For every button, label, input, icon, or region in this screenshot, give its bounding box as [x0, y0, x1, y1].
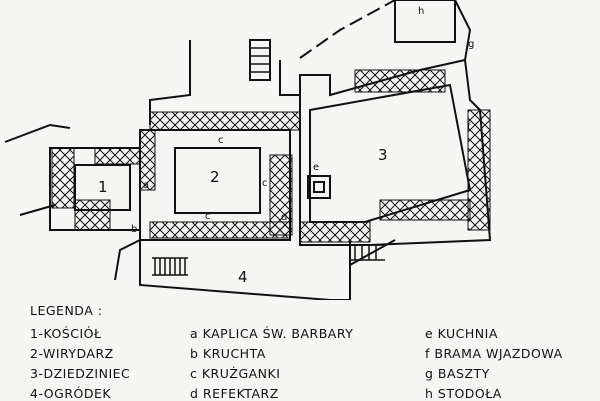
letter-h: h: [418, 6, 424, 17]
hatch-church-s: [74, 199, 111, 231]
hatch-court-n: [354, 69, 446, 93]
letter-a: a: [143, 180, 149, 191]
hatch-court-s: [299, 221, 371, 243]
kitchen-inner: [313, 181, 325, 193]
label-4: 4: [238, 268, 248, 286]
hatch-church-w: [51, 147, 75, 209]
dashed-boundary: [299, 0, 396, 59]
letter-b: b: [131, 224, 137, 235]
hatch-refectory: [269, 154, 293, 236]
wirydarz: [174, 147, 261, 214]
legend-number-4: 4-OGRÓDEK: [30, 386, 112, 401]
legend-number-3: 3-DZIEDZINIEC: [30, 366, 131, 381]
hatch-cloister-n: [149, 111, 301, 131]
letter-e: e: [313, 162, 319, 173]
floor-plan: 1 2 3 4 h g f e c c c a b d: [4, 0, 492, 300]
stair-top: [249, 39, 271, 81]
hatch-cloister-s: [149, 221, 291, 239]
barn-outline: [394, 0, 456, 43]
stairs-right: [350, 244, 385, 261]
legend-letter-h: h STODOŁA: [425, 386, 502, 401]
upper-wall-2: [279, 60, 300, 96]
legend-letter-d: d REFEKTARZ: [190, 386, 279, 401]
letter-g: g: [468, 39, 474, 50]
hatch-court-e: [467, 109, 491, 231]
site-line-bottom: [114, 239, 141, 281]
letter-c-left: c: [262, 178, 268, 189]
letter-c-top: c: [218, 135, 224, 146]
legend-number-1: 1-KOŚCIÓŁ: [30, 326, 102, 341]
label-2: 2: [210, 168, 220, 186]
legend: LEGENDA : 1-KOŚCIÓŁ 2-WIRYDARZ 3-DZIEDZI…: [0, 300, 600, 401]
stairs-bottom: [152, 257, 188, 276]
barn-wall: [454, 0, 472, 61]
legend-letter-a: a KAPLICA ŚW. BARBARY: [190, 326, 354, 341]
hatch-church-n: [94, 147, 141, 165]
label-1: 1: [98, 178, 108, 196]
legend-letter-c: c KRUŻGANKI: [190, 366, 281, 381]
legend-title: LEGENDA :: [30, 303, 103, 318]
garden-right: [349, 239, 396, 266]
letter-f: f: [467, 122, 471, 133]
label-3: 3: [378, 146, 388, 164]
site-line-left: [4, 123, 71, 143]
legend-number-2: 2-WIRYDARZ: [30, 346, 114, 361]
hatch-cloister-w: [139, 129, 156, 191]
legend-letter-e: e KUCHNIA: [425, 326, 498, 341]
letter-d: d: [281, 212, 287, 223]
stairs-top: [250, 47, 270, 73]
courtyard-outline: [299, 58, 492, 246]
legend-letter-g: g BASZTY: [425, 366, 490, 381]
legend-letter-b: b KRUCHTA: [190, 346, 266, 361]
kitchen-box: [307, 175, 331, 199]
hatch-court-se: [379, 199, 471, 221]
legend-letter-f: f BRAMA WJAZDOWA: [425, 346, 563, 361]
letter-c-bottom: c: [205, 211, 211, 222]
garden-outline: [139, 240, 351, 300]
